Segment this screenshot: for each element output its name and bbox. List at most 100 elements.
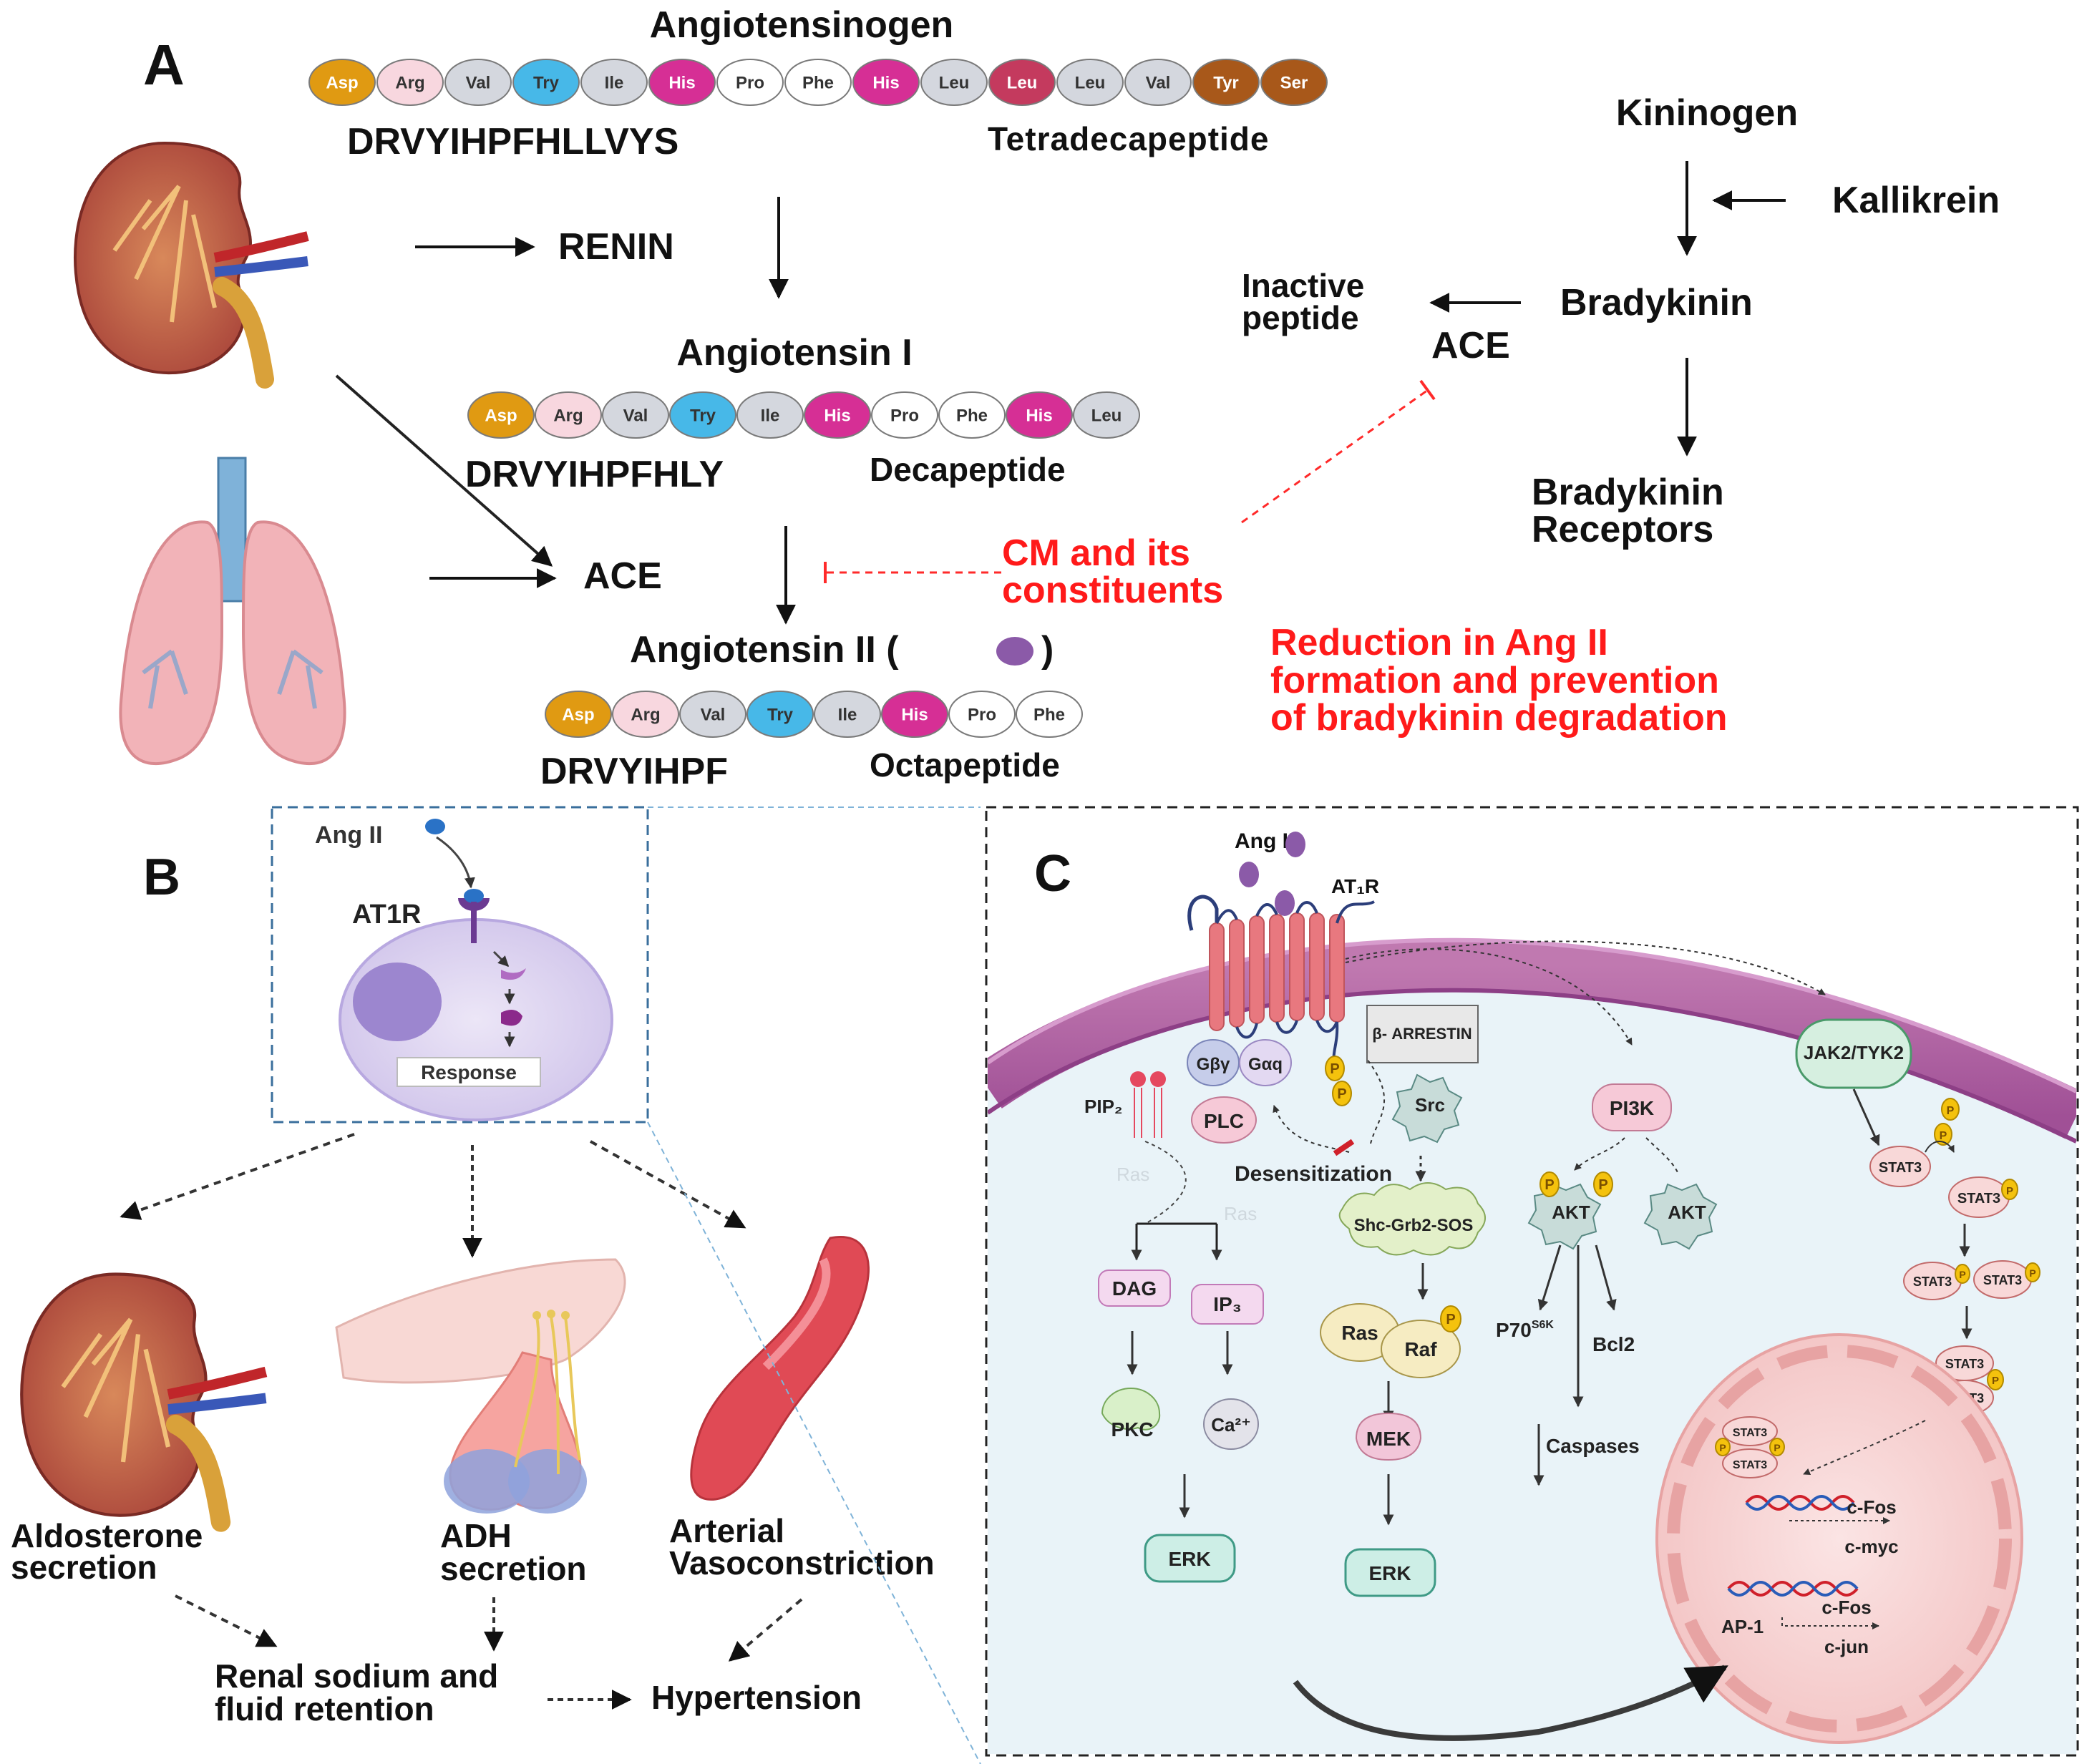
reduction-line3: of bradykinin degradation [1270,697,1728,739]
arterial-line2: Vasoconstriction [669,1544,935,1582]
p-badge-akt2: P [1598,1177,1607,1193]
lungs-illustration [119,457,346,766]
mek-node [1355,1412,1422,1461]
residue-bead [814,691,881,738]
raf-label: Raf [1404,1338,1437,1360]
erk-node-2 [1344,1548,1436,1597]
stat3-node-1: STAT3 [1879,1160,1922,1176]
residue-bead [881,691,948,738]
residue-bead [948,691,1016,738]
src-label: Src [1415,1094,1445,1116]
mek-label: MEK [1366,1428,1411,1450]
aldosterone-line1: Aldosterone [11,1517,203,1554]
erk-label-2: ERK [1368,1562,1411,1584]
angiotensin-ii-symbol [996,637,1033,666]
stat3-nuc-2: STAT3 [1733,1459,1767,1471]
reduction-line2: formation and prevention [1270,660,1719,701]
pi3k-node [1592,1083,1672,1131]
ca-label: Ca²⁺ [1211,1414,1251,1436]
ang-ii-c-label: Ang II [1235,829,1294,853]
residue-label: Val [466,74,491,93]
residue-label: Val [701,706,726,725]
pituitary-illustration [335,1258,626,1514]
g-beta-gamma-label: Gβγ [1197,1055,1230,1074]
kallikrein-label: Kallikrein [1832,180,2000,221]
residue-label: His [668,74,695,93]
raf-node [1381,1320,1461,1378]
residue-label: Arg [395,74,424,93]
residue-bead [612,691,679,738]
p-badge-s2: P [1940,1130,1947,1142]
stat3-node-3: STAT3 [1913,1275,1952,1289]
cm-constituents-line2: constituents [1002,570,1223,611]
ras-faint-1: Ras [1117,1164,1149,1185]
ang-ii-b-label: Ang II [315,822,382,849]
residue-label: His [872,74,899,93]
shc-grb2-sos-label: Shc-Grb2-SOS [1354,1216,1474,1235]
residue-label: Val [623,406,648,426]
panel-c-label: C [1034,845,1071,902]
jak-tyk-label: JAK2/TYK2 [1804,1042,1904,1063]
g-alpha-q [1239,1039,1292,1086]
residue-bead [871,391,938,439]
angiotensin-i-sequence: DRVYIHPFHLY [465,454,724,495]
residue-bead [804,391,871,439]
adh-line1: ADH [440,1517,512,1554]
reduction-line1: Reduction in Ang II [1270,622,1608,663]
ace-label-right: ACE [1431,325,1510,366]
akt-p-label: AKT [1552,1202,1590,1223]
erk-node-1 [1144,1534,1236,1583]
residue-bead [988,59,1056,106]
residue-bead [746,691,814,738]
residue-label: Arg [553,406,583,426]
caspases-label: Caspases [1546,1435,1640,1457]
adh-line2: secretion [440,1550,587,1587]
pi3k-label: PI3K [1610,1097,1654,1119]
renal-retention-line1: Renal sodium and [215,1657,498,1695]
angiotensin-ii-sequence: DRVYIHPF [540,751,728,792]
residue-label: Asp [562,706,594,725]
aldosterone-line2: secretion [11,1549,157,1586]
residue-label: Phe [956,406,988,426]
residue-label: Try [767,706,794,725]
residue-label: His [824,406,850,426]
c-fos-label-2: c-Fos [1821,1597,1871,1618]
ip3-node [1191,1284,1264,1325]
p-badge-s3: P [2006,1185,2013,1197]
tetradecapeptide-label: Tetradecapeptide [988,120,1269,157]
decapeptide-label: Decapeptide [870,451,1066,488]
c-myc-label: c-myc [1844,1536,1898,1557]
response-label: Response [421,1061,517,1083]
renal-retention-line2: fluid retention [215,1690,434,1728]
jak-tyk-node [1795,1018,1912,1089]
residue-bead [1124,59,1192,106]
ip3-label: IP₃ [1213,1293,1241,1315]
p-badge-s1: P [1947,1105,1955,1117]
p-badge-r1: P [1330,1061,1339,1077]
p-badge-s4: P [1959,1269,1965,1280]
src-node [1391,1073,1463,1144]
beta-arrestin-label: β- ARRESTIN [1372,1025,1471,1043]
residue-bead [602,391,669,439]
residue-label: Ile [605,74,624,93]
ang-ii-c-molecule2 [1239,862,1259,887]
ras-faint-2: Ras [1224,1203,1257,1224]
dag-node [1098,1270,1171,1307]
residue-label: Arg [631,706,660,725]
residue-bead [679,691,746,738]
ca-node [1203,1398,1259,1450]
artery-illustration [690,1236,870,1501]
pkc-label: PKC [1111,1418,1153,1441]
plc-node [1191,1096,1257,1144]
residue-label: Pro [736,74,764,93]
pip2-label: PIP₂ [1084,1096,1122,1117]
residue-label: Phe [1033,706,1065,725]
akt-p-node [1527,1183,1602,1250]
residue-bead [852,59,920,106]
panel-a-label: A [143,33,185,97]
cell-illustration: Response [339,889,613,1121]
